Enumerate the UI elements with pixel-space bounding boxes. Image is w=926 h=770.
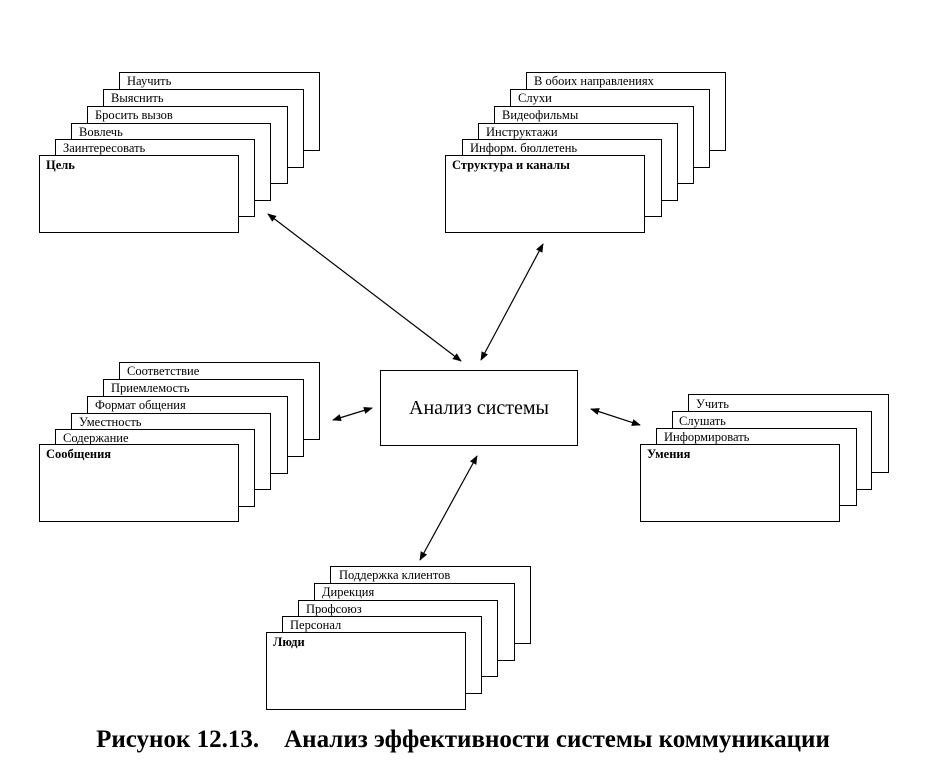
goal-item-3: Бросить вызов [95, 108, 173, 122]
structure-main-card [445, 155, 645, 233]
structure-item-1: В обоих направлениях [534, 74, 654, 88]
arrow-structure [480, 243, 544, 361]
people-main-card [266, 632, 466, 710]
structure-title: Структура и каналы [452, 158, 570, 172]
people-title: Люди [273, 635, 305, 649]
people-item-1: Поддержка клиентов [339, 568, 451, 582]
figure-caption: Рисунок 12.13. Анализ эффективности сист… [96, 726, 830, 753]
messages-item-1: Соответствие [127, 364, 200, 378]
goal-main-card [39, 155, 239, 233]
system-analysis-label: Анализ системы [409, 396, 549, 419]
arrow-skills [590, 408, 641, 426]
skills-main-card [640, 444, 840, 522]
messages-item-5: Содержание [63, 431, 129, 445]
skills-item-2: Слушать [679, 414, 726, 428]
skills-item-3: Информировать [664, 430, 750, 444]
arrow-messages [332, 406, 373, 422]
goal-item-2: Выяснить [111, 91, 164, 105]
structure-item-5: Информ. бюллетень [470, 141, 578, 155]
goal-item-4: Вовлечь [79, 125, 123, 139]
messages-item-2: Приемлемость [111, 381, 190, 395]
goal-item-1: Научить [127, 74, 172, 88]
skills-item-1: Учить [696, 397, 729, 411]
structure-item-3: Видеофильмы [502, 108, 579, 122]
arrow-people [419, 455, 478, 561]
goal-item-5: Заинтересовать [63, 141, 146, 155]
skills-title: Умения [647, 447, 691, 461]
messages-item-4: Уместность [79, 415, 142, 429]
structure-item-4: Инструктажи [486, 125, 558, 139]
goal-title: Цель [46, 158, 75, 172]
arrow-goal [267, 213, 462, 362]
people-item-2: Дирекция [322, 585, 375, 599]
structure-item-2: Слухи [518, 91, 552, 105]
messages-item-3: Формат общения [95, 398, 186, 412]
people-item-4: Персонал [290, 618, 342, 632]
people-item-3: Профсоюз [306, 602, 362, 616]
messages-title: Сообщения [46, 447, 112, 461]
messages-main-card [39, 444, 239, 522]
system-analysis-box: Анализ системы [380, 370, 578, 446]
